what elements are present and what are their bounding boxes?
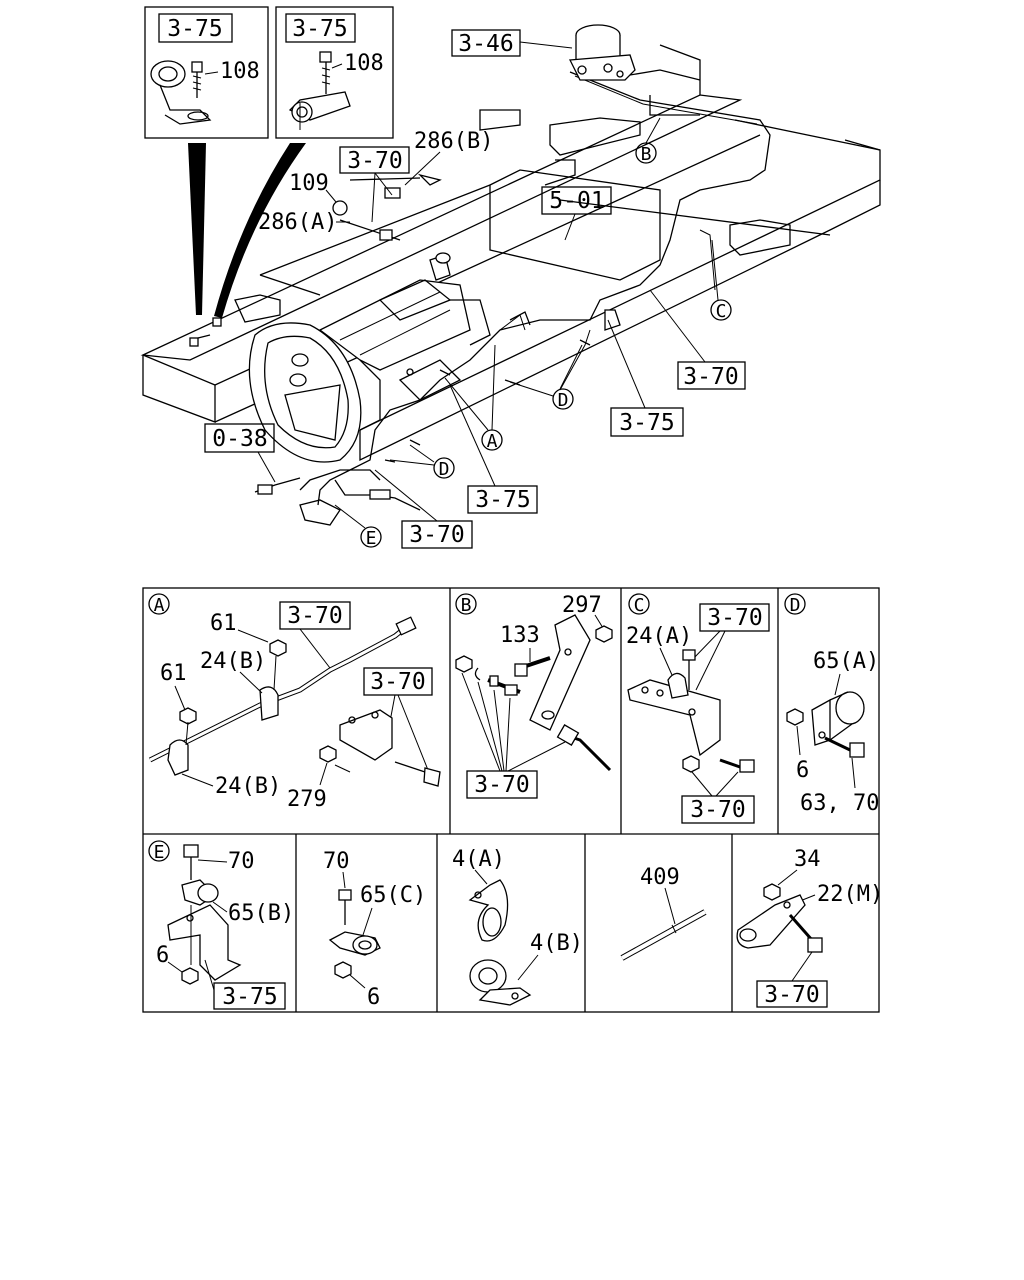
ref-label: 3-70 (287, 603, 342, 629)
ref-label: 3-75 (475, 487, 530, 513)
detail-tag (784, 593, 806, 615)
marker-label: E (366, 528, 377, 549)
part-number: 286(B) (414, 129, 493, 154)
ref-label: 3-75 (167, 16, 222, 42)
detail-tag (148, 593, 170, 615)
detail-tag (148, 840, 170, 862)
ref-box (451, 29, 521, 57)
ref-label: 3-70 (764, 982, 819, 1008)
part-number: 6 (156, 943, 169, 968)
detail-f: 70 65(C) 6 (323, 849, 426, 1010)
ref-label: 3-70 (347, 148, 402, 174)
ref-box (285, 13, 356, 43)
ref-box (213, 982, 286, 1010)
inset-top-right: 3-75 108 (275, 6, 394, 139)
part-number: 4(A) (452, 847, 505, 872)
ref-box (677, 361, 746, 390)
detail-grid: A 3-70 61 61 24(B) 24(B) 3- (142, 587, 883, 1013)
detail-tag-label: A (154, 595, 165, 616)
marker-e (360, 526, 382, 548)
part-number: 133 (500, 623, 540, 648)
marker-label: D (439, 459, 450, 480)
ref-box (681, 795, 755, 824)
part-number: 24(B) (200, 649, 266, 674)
detail-c: C 3-70 24(A) 3-70 (626, 593, 770, 824)
detail-a: A 3-70 61 61 24(B) 24(B) 3- (148, 593, 441, 812)
ref-label: 3-70 (690, 797, 745, 823)
ref-box (467, 485, 538, 514)
part-number: 34 (794, 847, 821, 872)
part-number: 61 (160, 661, 187, 686)
detail-e: E 70 65(B) 6 3-75 (148, 840, 294, 1010)
ref-box (541, 186, 612, 215)
ref-label: 3-70 (409, 522, 464, 548)
ref-label: 3-75 (222, 984, 277, 1010)
ref-label: 3-70 (707, 605, 762, 631)
detail-tag-label: E (154, 842, 165, 863)
part-number: 297 (562, 593, 602, 618)
inset-top-left: 3-75 108 (144, 6, 269, 139)
marker-c (710, 299, 732, 321)
part-number: 279 (287, 787, 327, 812)
ref-box (158, 13, 233, 43)
ref-box (279, 601, 351, 630)
ref-label: 3-75 (619, 410, 674, 436)
ref-label: 0-38 (212, 426, 267, 452)
marker-label: A (487, 431, 498, 452)
ref-label: 3-75 (292, 16, 347, 42)
ref-box (699, 603, 770, 632)
part-number: 4(B) (530, 931, 583, 956)
marker-label: D (558, 390, 569, 411)
ref-box (610, 407, 684, 437)
marker-label: B (641, 144, 652, 165)
marker-label: C (716, 301, 727, 322)
part-number: 286(A) (258, 210, 337, 235)
part-number: 6 (367, 985, 380, 1010)
detail-tag (455, 593, 477, 615)
part-number: 70 (323, 849, 350, 874)
marker-d (433, 457, 455, 479)
part-number: 61 (210, 611, 237, 636)
main-assembly: 3-75 108 3-75 108 (140, 6, 881, 549)
part-number: 6 (796, 758, 809, 783)
part-number: 22(M) (817, 882, 883, 907)
pointer-wedge (214, 143, 306, 318)
ref-label: 3-46 (458, 31, 513, 57)
detail-h: 409 (620, 865, 707, 961)
part-number: 108 (220, 59, 260, 84)
part-number: 108 (344, 51, 384, 76)
part-number: 24(B) (215, 774, 281, 799)
ref-label: 5-01 (549, 188, 604, 214)
detail-tag-label: B (461, 595, 472, 616)
detail-i: 34 22(M) 3-70 (736, 847, 883, 1008)
part-number: 409 (640, 865, 680, 890)
detail-b: B 297 133 3-70 (455, 593, 613, 799)
detail-d: D 65(A) 6 63, 70 (784, 593, 879, 816)
detail-tag (628, 593, 650, 615)
part-number: 65(B) (228, 901, 294, 926)
pointer-wedge (188, 143, 206, 315)
ref-label: 3-70 (683, 364, 738, 390)
detail-tag-label: C (634, 595, 645, 616)
frame (140, 44, 881, 462)
marker-d (552, 388, 574, 410)
detail-tag-label: D (790, 595, 801, 616)
part-number: 109 (289, 171, 329, 196)
part-number: 70 (228, 849, 255, 874)
part-number: 65(C) (360, 883, 426, 908)
part-number: 65(A) (813, 649, 879, 674)
ref-box (204, 423, 275, 453)
part-number: 24(A) (626, 624, 692, 649)
part-number: 63, 70 (800, 791, 879, 816)
transmission (248, 252, 491, 463)
detail-g: 4(A) 4(B) (452, 847, 583, 1006)
ref-label: 3-70 (370, 669, 425, 695)
main-callouts: 3-46 3-70 286(B) 109 286(A) 5-01 3-70 3-… (204, 29, 746, 549)
ref-label: 3-70 (474, 772, 529, 798)
relay-valve (568, 24, 636, 81)
